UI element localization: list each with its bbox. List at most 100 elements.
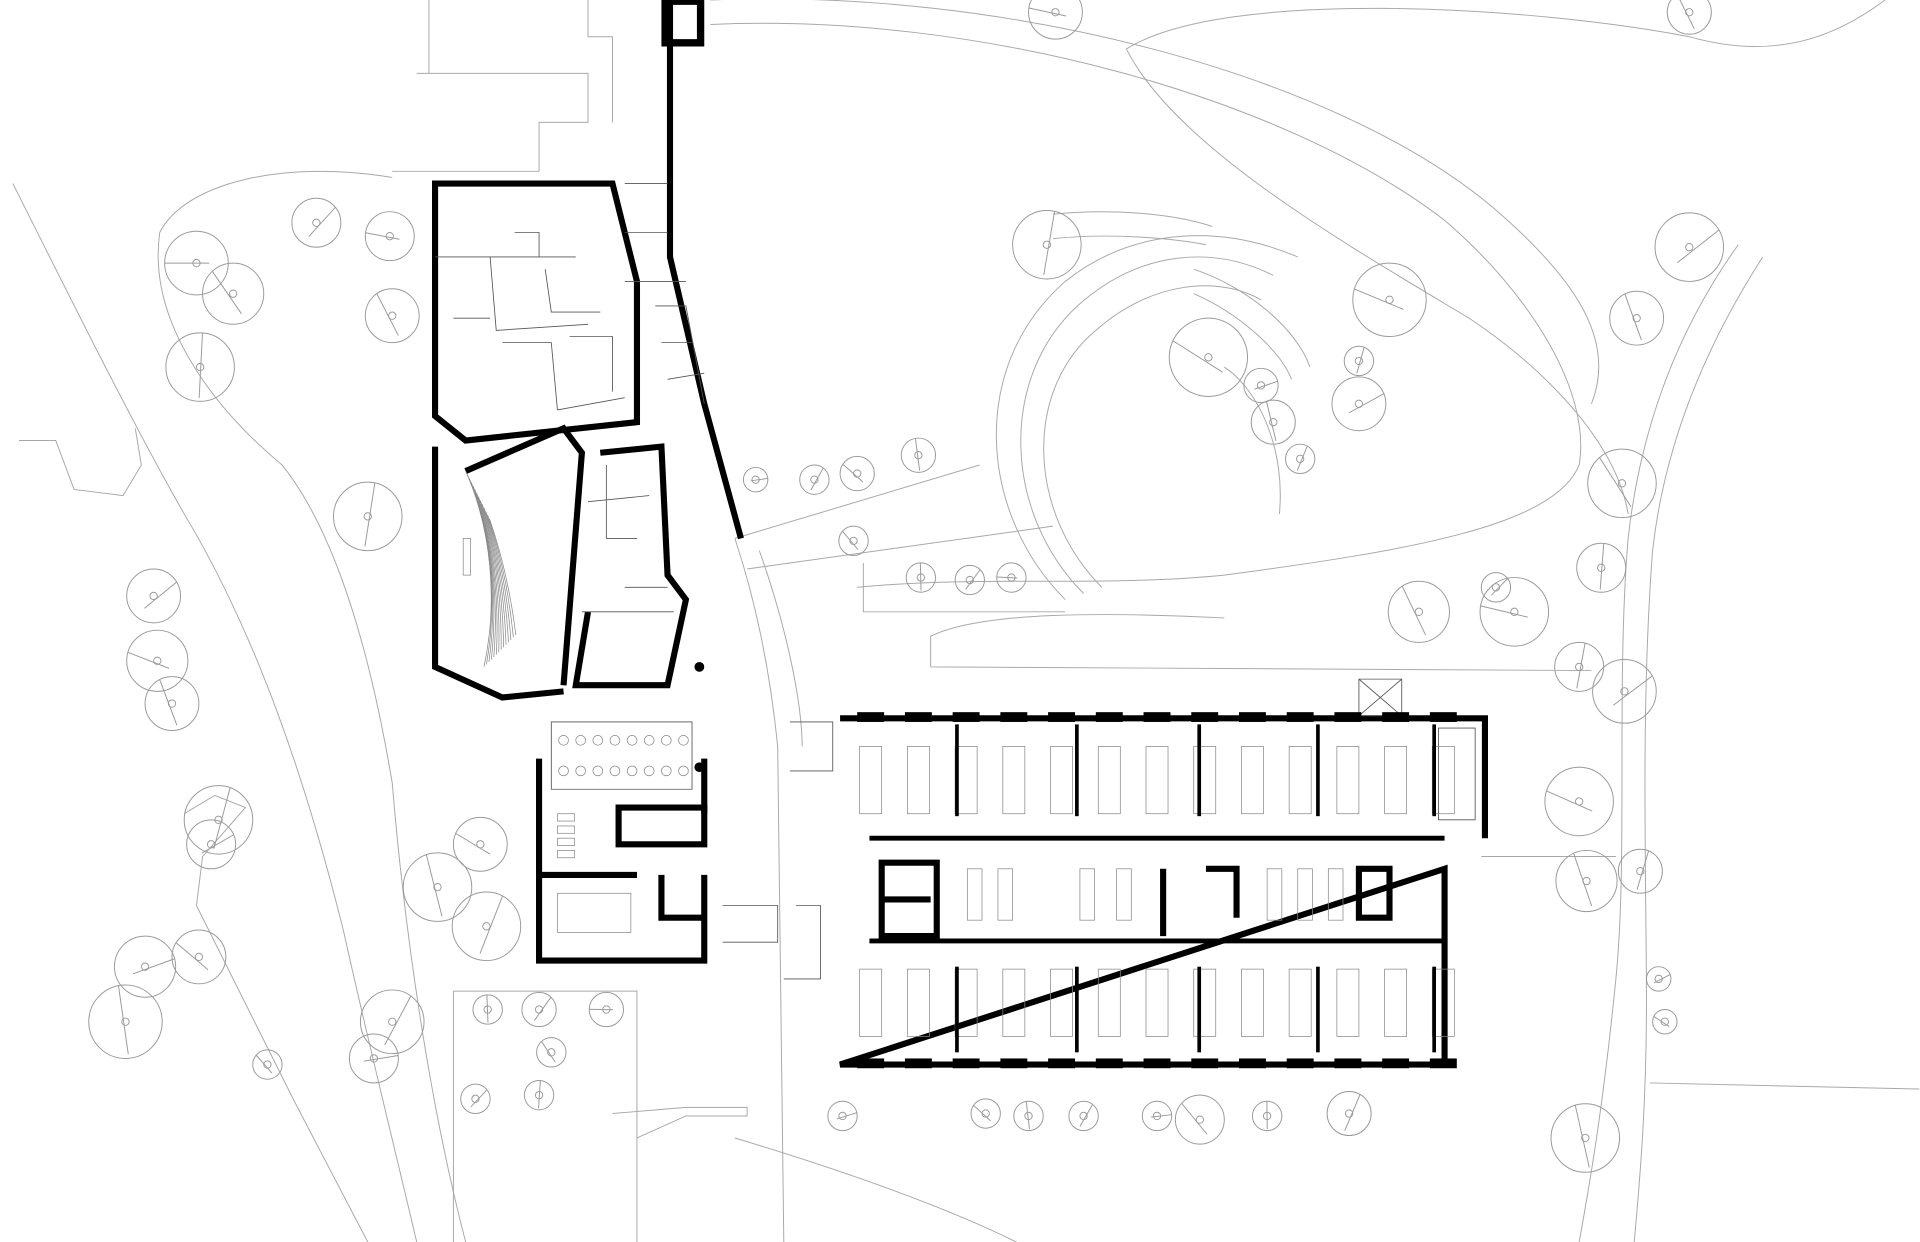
facade-pier — [1238, 1058, 1266, 1069]
desk-cluster — [1193, 746, 1217, 815]
tree — [1652, 1009, 1678, 1035]
entry-walk — [734, 538, 803, 1242]
north-wing — [431, 0, 744, 540]
auditorium-stage-wall — [464, 424, 586, 686]
partition — [1197, 966, 1202, 1053]
plaza-edge — [930, 614, 1592, 672]
meeting-table — [557, 850, 575, 859]
desk-cluster — [1193, 968, 1217, 1037]
desk-cluster — [1288, 746, 1312, 815]
east-lot — [1481, 856, 1920, 1090]
cafe-table — [626, 735, 638, 746]
footpath-west — [19, 428, 142, 497]
cafe-table — [575, 735, 586, 746]
facade-pier — [1286, 1058, 1314, 1069]
desk-cluster — [1336, 968, 1360, 1037]
partition — [1432, 724, 1436, 817]
tree — [333, 481, 403, 552]
drive-east — [1125, 0, 1886, 515]
facade-pier — [1143, 1058, 1171, 1069]
facade-pier — [1048, 1058, 1076, 1069]
facade-pier — [1382, 712, 1410, 722]
facade-pier — [1095, 712, 1123, 722]
seat-row — [489, 518, 517, 636]
cafe-table — [609, 735, 621, 746]
amphitheater-seat-row — [1043, 285, 1262, 588]
cafe-table — [661, 735, 672, 746]
tree — [1576, 542, 1627, 593]
lab-bench — [997, 868, 1013, 921]
auditorium-outline — [431, 446, 564, 701]
desk-cluster — [1002, 968, 1026, 1037]
cafe-table — [558, 735, 569, 746]
seat-row — [483, 507, 509, 643]
office-corridor-wall-north — [869, 835, 1445, 841]
auditorium-rear-wall — [572, 443, 690, 689]
facade-pier — [1429, 712, 1457, 722]
tree — [742, 466, 769, 493]
desk-cluster — [859, 968, 883, 1037]
spine-wall — [666, 0, 744, 540]
seat-row — [481, 504, 507, 645]
partition — [1316, 724, 1320, 817]
tree — [291, 197, 342, 248]
terrace — [734, 464, 1066, 613]
facade-pier — [857, 712, 885, 722]
footpath-lower — [183, 794, 369, 1242]
partition — [1197, 724, 1202, 817]
tree — [1028, 0, 1083, 40]
tree — [1645, 966, 1672, 992]
tree — [536, 1037, 567, 1068]
tree — [1343, 345, 1375, 377]
tree — [1331, 376, 1387, 432]
tree — [1554, 641, 1605, 692]
auditorium-rooms — [581, 464, 674, 613]
tree — [402, 852, 473, 922]
amphitheater-seat-row — [1020, 256, 1274, 594]
meeting-table — [557, 825, 575, 834]
desk-cluster — [1050, 968, 1073, 1037]
entry-vestibule — [722, 721, 834, 980]
facade-pier — [1143, 712, 1171, 722]
seat-row — [478, 496, 502, 650]
stair-core-east — [1358, 678, 1476, 821]
tree — [588, 991, 624, 1028]
facade-pier — [1000, 1058, 1028, 1069]
tree — [252, 1049, 283, 1080]
tree — [164, 230, 229, 296]
desk-cluster — [859, 746, 883, 815]
amphitheater-seat-row — [995, 235, 1298, 600]
tree — [165, 332, 235, 402]
desk-cluster — [1336, 746, 1360, 815]
partition — [955, 966, 959, 1053]
lab-bench — [1079, 868, 1095, 921]
tree — [144, 676, 200, 732]
tree — [970, 1098, 1001, 1129]
facade-pier — [952, 712, 980, 722]
tree — [1617, 848, 1663, 894]
desk-cluster — [1241, 968, 1264, 1037]
lawn-boundary — [710, 22, 1582, 588]
lab-bench — [1327, 868, 1344, 921]
lawn-boundary-outer — [710, 0, 1600, 404]
tree — [451, 891, 522, 962]
stage-lectern — [462, 538, 471, 576]
lab-bench — [1116, 868, 1132, 921]
tree — [1013, 1100, 1044, 1132]
tree — [202, 262, 265, 325]
cafe-table — [609, 765, 621, 777]
desk-cluster — [1050, 746, 1073, 815]
north-lot — [392, 0, 613, 172]
seat-row — [468, 478, 494, 663]
partition — [1075, 966, 1079, 1053]
seat-row — [472, 485, 496, 658]
facade-pier — [1334, 712, 1362, 722]
tree — [1550, 1103, 1621, 1173]
cafe-table — [592, 765, 604, 777]
road-west-inner — [157, 170, 467, 1242]
tree — [1479, 577, 1550, 647]
column — [694, 661, 705, 672]
tree — [126, 629, 189, 692]
desk-cluster — [1097, 968, 1121, 1037]
